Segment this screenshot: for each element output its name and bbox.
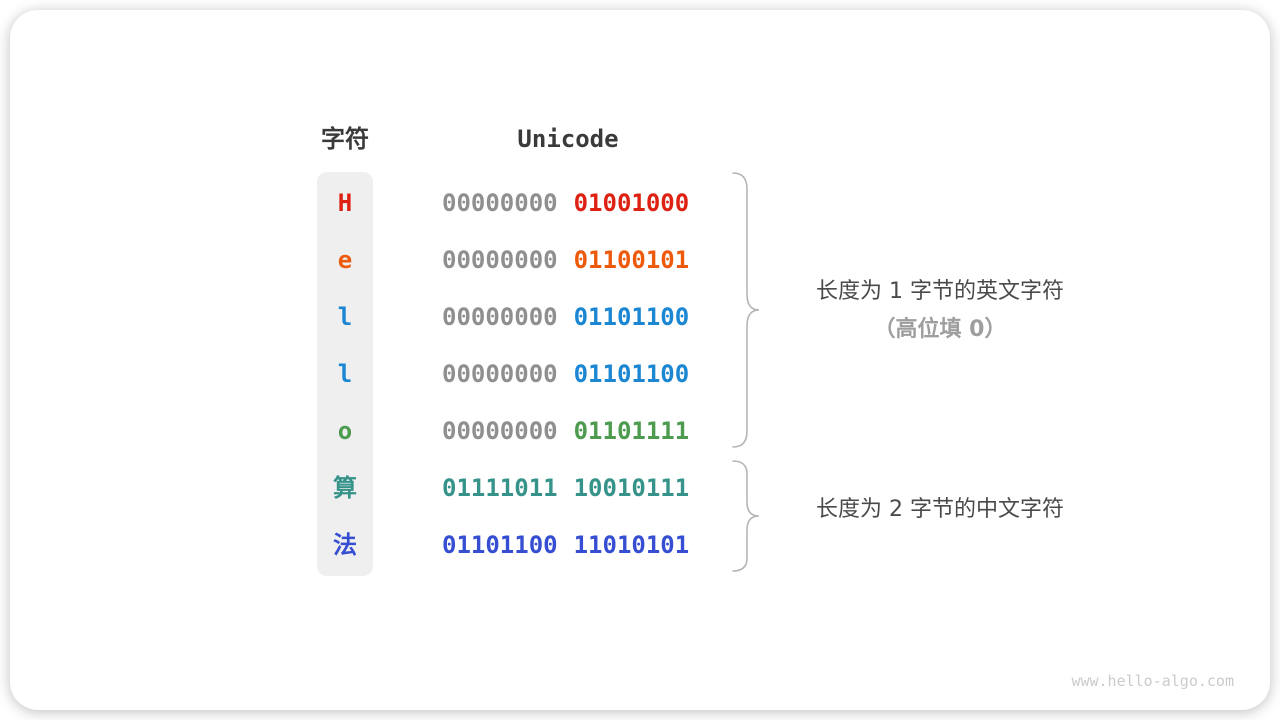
char-cell: 法 — [333, 531, 357, 559]
char-cell: o — [337, 417, 353, 445]
table-row: e 00000000 01100101 — [10, 232, 1270, 289]
char-cell: e — [337, 246, 353, 274]
byte-low: 01101111 — [573, 417, 690, 445]
figure-card: 字符 Unicode H 00000000 01001000 e 00000000… — [10, 10, 1270, 710]
byte-low: 11010101 — [573, 531, 690, 559]
table-row: o 00000000 01101111 — [10, 403, 1270, 460]
watermark: www.hello-algo.com — [1071, 672, 1234, 690]
table-row: l 00000000 01101100 — [10, 289, 1270, 346]
byte-low: 01001000 — [573, 189, 690, 217]
char-column-background — [317, 172, 373, 576]
table-row: 法 01101100 11010101 — [10, 517, 1270, 574]
encoding-table: H 00000000 01001000 e 00000000 01100101 l … — [10, 175, 1270, 574]
column-header-char: 字符 — [321, 125, 369, 153]
byte-low: 01101100 — [573, 303, 690, 331]
annotation-line: 长度为 1 字节的英文字符 — [816, 279, 1064, 304]
byte-high: 00000000 — [442, 417, 558, 445]
byte-high: 01101100 — [442, 531, 558, 559]
annotation-chinese-chars: 长度为 2 字节的中文字符 — [780, 496, 1100, 524]
table-row: H 00000000 01001000 — [10, 175, 1270, 232]
annotation-line: 长度为 2 字节的中文字符 — [816, 497, 1064, 522]
byte-high: 01111011 — [442, 474, 558, 502]
brace-group-2-icon — [732, 460, 760, 572]
table-row: l 00000000 01101100 — [10, 346, 1270, 403]
char-cell: l — [337, 360, 353, 388]
brace-group-1-icon — [732, 172, 760, 448]
char-cell: l — [337, 303, 353, 331]
column-header-unicode: Unicode — [517, 125, 619, 153]
char-cell: 算 — [333, 474, 357, 502]
char-cell: H — [337, 189, 353, 217]
byte-high: 00000000 — [442, 189, 558, 217]
byte-high: 00000000 — [442, 360, 558, 388]
byte-low: 01100101 — [573, 246, 690, 274]
annotation-english-chars: 长度为 1 字节的英文字符 （高位填 0） — [780, 278, 1100, 344]
byte-high: 00000000 — [442, 303, 558, 331]
byte-low: 01101100 — [573, 360, 690, 388]
byte-high: 00000000 — [442, 246, 558, 274]
byte-low: 10010111 — [573, 474, 690, 502]
annotation-subline: （高位填 0） — [873, 317, 1007, 342]
table-row: 算 01111011 10010111 — [10, 460, 1270, 517]
